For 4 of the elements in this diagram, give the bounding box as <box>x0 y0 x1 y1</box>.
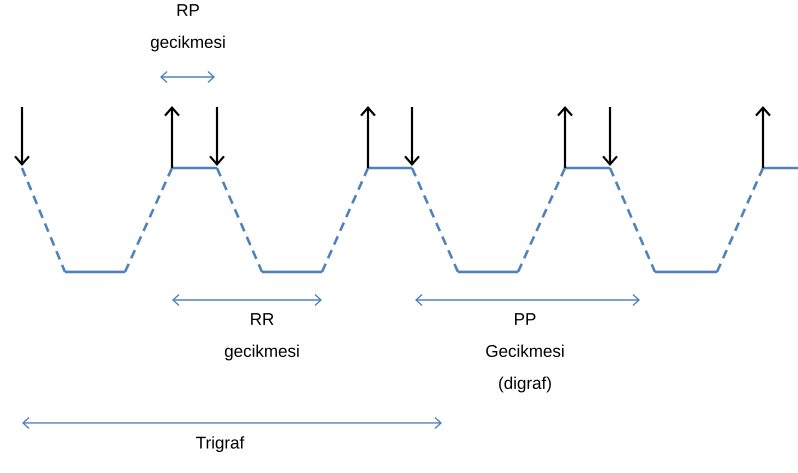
interval-label: PP Gecikmesi (digraf) <box>486 313 564 392</box>
interval-label: RR gecikmesi <box>224 313 299 360</box>
interval-label: RP gecikmesi <box>150 4 225 52</box>
interval-label: Trigraf <box>196 436 244 452</box>
